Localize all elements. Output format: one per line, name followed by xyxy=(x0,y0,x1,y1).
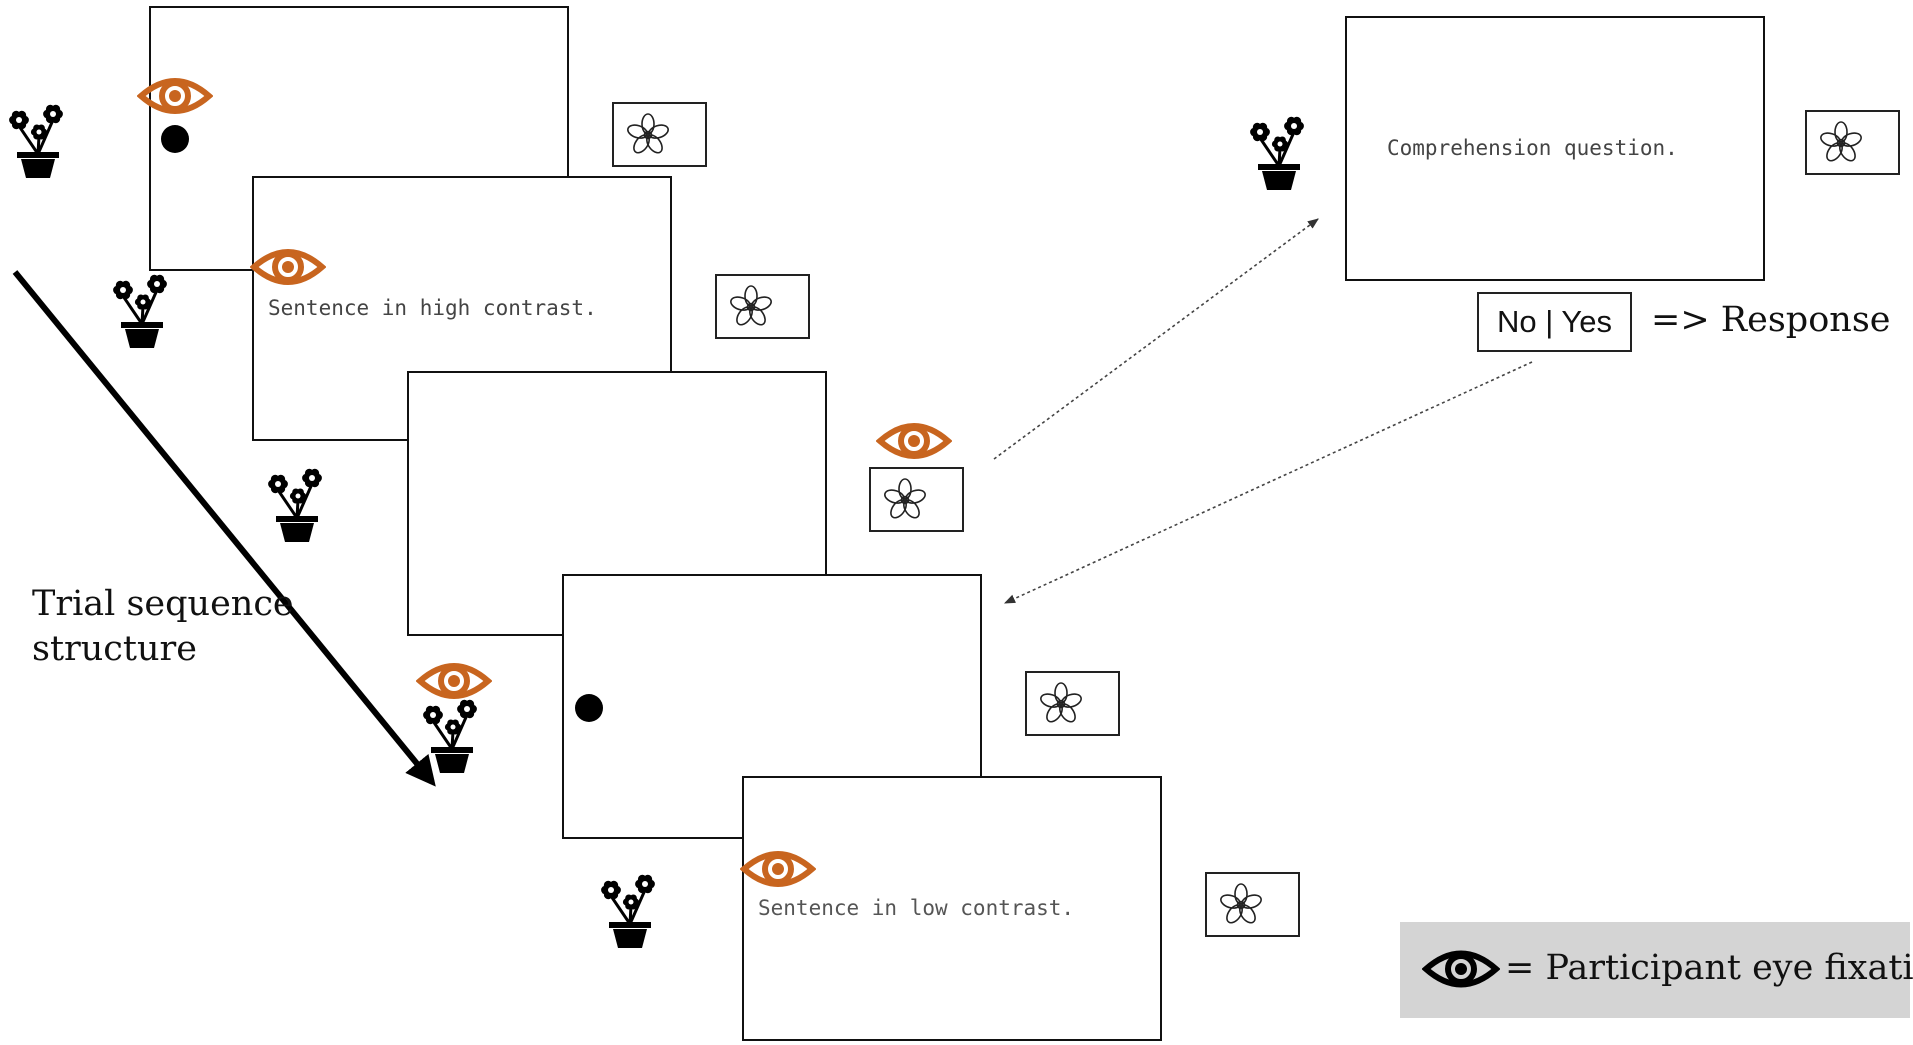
potted-flower-icon xyxy=(5,102,71,183)
trial-sequence-label-line1: Trial sequence xyxy=(32,584,294,624)
link-to-next-trial-arrow xyxy=(1003,361,1533,604)
potted-flower-icon xyxy=(419,697,485,778)
trial-sequence-label: Trial sequence structure xyxy=(32,582,294,672)
eye-icon xyxy=(249,243,327,296)
question-text: Comprehension question. xyxy=(1387,136,1678,160)
fixation-dot xyxy=(161,125,189,153)
eye-icon xyxy=(136,72,214,125)
flower-icon xyxy=(1039,682,1083,731)
flower-box xyxy=(869,467,964,532)
response-options: No | Yes xyxy=(1497,304,1612,339)
flower-box xyxy=(1805,110,1900,175)
screen-comprehension-question: Comprehension question. xyxy=(1345,16,1765,281)
screen-low-contrast: Sentence in low contrast. xyxy=(742,776,1162,1041)
response-label: => Response xyxy=(1651,300,1891,340)
flower-box xyxy=(1205,872,1300,937)
flower-box xyxy=(715,274,810,339)
potted-flower-icon xyxy=(1246,114,1312,195)
potted-flower-icon xyxy=(109,272,175,353)
low-contrast-sentence: Sentence in low contrast. xyxy=(758,896,1075,920)
flower-box xyxy=(1025,671,1120,736)
eye-icon xyxy=(739,845,817,898)
flower-box xyxy=(612,102,707,167)
legend-text: = Participant eye fixation xyxy=(1505,948,1913,988)
link-to-question-arrow xyxy=(993,218,1319,460)
legend-eye-icon xyxy=(1421,944,1501,999)
high-contrast-sentence: Sentence in high contrast. xyxy=(268,296,597,320)
legend-box: = Participant eye fixation xyxy=(1400,922,1913,1018)
flower-icon xyxy=(729,285,773,334)
eye-icon xyxy=(415,657,493,710)
flower-icon xyxy=(1219,883,1263,932)
potted-flower-icon xyxy=(597,872,663,953)
flower-icon xyxy=(626,113,670,162)
screen-high-contrast: Sentence in high contrast. xyxy=(252,176,672,441)
flower-icon xyxy=(883,478,927,527)
response-options-box: No | Yes xyxy=(1477,292,1632,352)
potted-flower-icon xyxy=(264,466,330,547)
trial-sequence-arrow xyxy=(12,270,436,787)
trial-sequence-label-line2: structure xyxy=(32,629,197,669)
flower-icon xyxy=(1819,121,1863,170)
eye-icon xyxy=(875,417,953,470)
fixation-dot xyxy=(575,694,603,722)
